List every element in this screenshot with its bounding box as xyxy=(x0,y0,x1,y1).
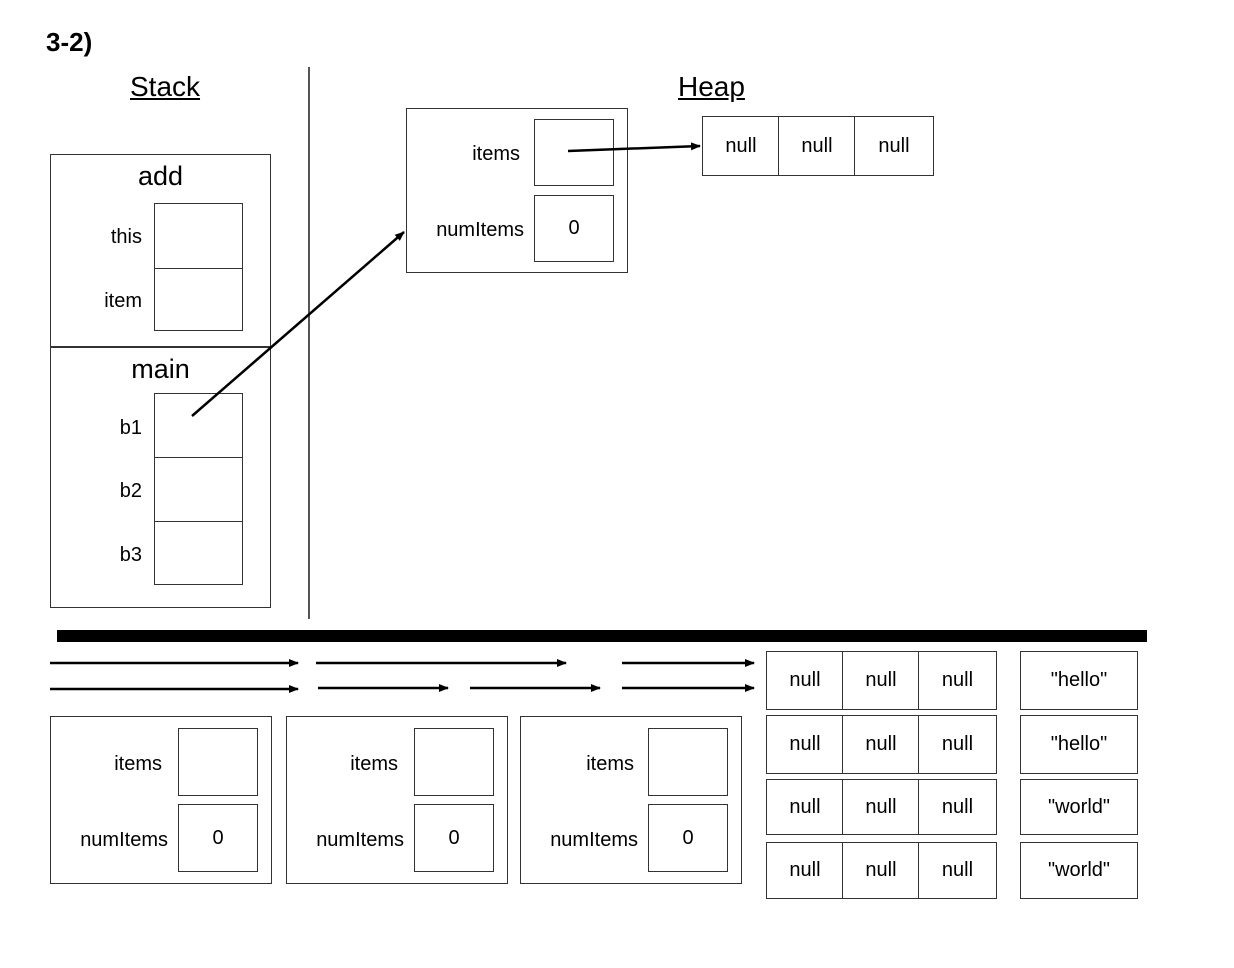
field-label-items: items xyxy=(586,753,634,775)
scratch-object-2 xyxy=(286,716,508,884)
question-number: 3-2) xyxy=(46,27,93,57)
field-slot-numitems: 0 xyxy=(648,804,728,872)
var-label-b3: b3 xyxy=(119,544,142,566)
scratch-array-cell: null xyxy=(766,779,844,835)
var-label-item: item xyxy=(104,290,142,312)
field-slot-items xyxy=(648,728,728,796)
frame-name-main: main xyxy=(131,354,190,384)
field-slot-numitems: 0 xyxy=(178,804,258,872)
field-slot-items xyxy=(414,728,494,796)
scratch-string: "hello" xyxy=(1020,651,1138,710)
field-slot-numitems: 0 xyxy=(534,195,614,262)
scratch-array-cell: null xyxy=(918,715,997,774)
heap-object xyxy=(406,108,628,273)
field-label-items: items xyxy=(114,753,162,775)
frame-name-add: add xyxy=(137,161,184,191)
scratch-string: "hello" xyxy=(1020,715,1138,774)
heap-heading: Heap xyxy=(678,71,745,102)
field-label-items: items xyxy=(472,143,520,165)
scratch-array-cell: null xyxy=(918,651,997,710)
field-label-numitems: numItems xyxy=(436,219,524,241)
var-label-b1: b1 xyxy=(119,417,142,439)
scratch-string: "world" xyxy=(1020,842,1138,899)
scratch-object-3 xyxy=(520,716,742,884)
pointer-arrow-items-to-array xyxy=(567,142,701,153)
var-slot-this xyxy=(154,203,243,269)
var-label-this: this xyxy=(110,226,142,248)
scratch-object-1 xyxy=(50,716,272,884)
var-slot-item xyxy=(154,268,243,331)
field-label-items: items xyxy=(350,753,398,775)
field-slot-numitems: 0 xyxy=(414,804,494,872)
scratch-array-cell: null xyxy=(842,651,920,710)
scratch-array-cell: null xyxy=(842,715,920,774)
stack-frame-add: add xyxy=(50,154,271,348)
var-slot-b3 xyxy=(154,521,243,585)
field-slot-items xyxy=(534,119,614,186)
heap-array-cell: null xyxy=(702,116,780,176)
scratch-array-cell: null xyxy=(766,651,844,710)
scratch-string: "world" xyxy=(1020,779,1138,835)
scratch-array-cell: null xyxy=(842,842,920,899)
pointer-arrow-b1-to-object xyxy=(191,231,405,417)
scratch-array-cell: null xyxy=(766,842,844,899)
scratch-array-cell: null xyxy=(766,715,844,774)
var-slot-b1 xyxy=(154,393,243,458)
scratch-array-cell: null xyxy=(918,842,997,899)
var-label-b2: b2 xyxy=(119,480,142,502)
stack-heading: Stack xyxy=(130,71,201,102)
field-label-numitems: numItems xyxy=(80,829,168,851)
scratch-array-cell: null xyxy=(842,779,920,835)
field-slot-items xyxy=(178,728,258,796)
scratch-array-cell: null xyxy=(918,779,997,835)
field-label-numitems: numItems xyxy=(316,829,404,851)
var-slot-b2 xyxy=(154,457,243,522)
stack-heap-divider xyxy=(308,67,310,619)
field-label-numitems: numItems xyxy=(550,829,638,851)
heap-array-cell: null xyxy=(778,116,856,176)
heap-array-cell: null xyxy=(854,116,934,176)
stack-frame-main: main xyxy=(50,346,271,608)
section-separator-bar xyxy=(57,630,1147,642)
